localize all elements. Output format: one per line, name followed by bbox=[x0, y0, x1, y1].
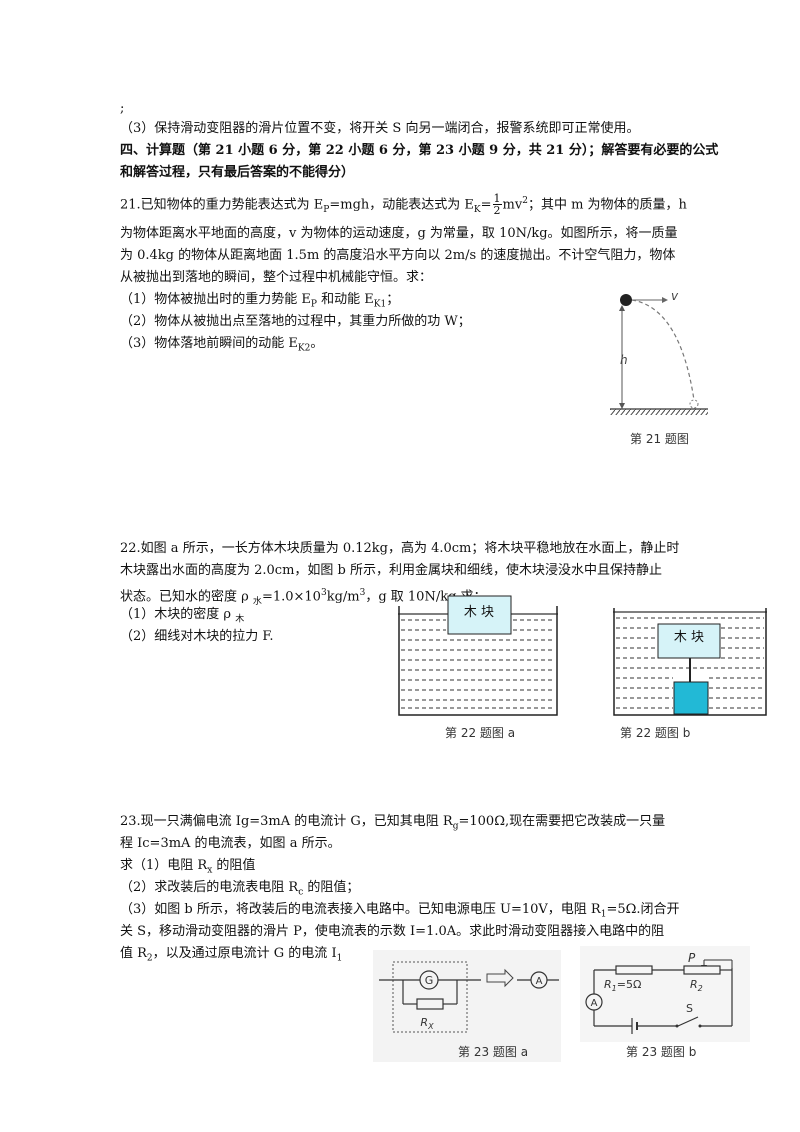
landing-point bbox=[689, 399, 699, 409]
q20-step3: （3）保持滑动变阻器的滑片位置不变，将开关 S 向另一端闭合，报警系统即可正常使… bbox=[120, 121, 640, 136]
q23-sub2: （2）求改装后的电流表电阻 Rc 的阻值； bbox=[120, 880, 360, 898]
q23-line2: 程 Ic=3mA 的电流表，如图 a 所示。 bbox=[120, 836, 341, 851]
velocity-label: v bbox=[671, 289, 679, 303]
arrow-hollow bbox=[486, 968, 514, 988]
q22-line3: 状态。已知水的密度 ρ 水=1.0×103kg/m3，g 取 10N/kg.求： bbox=[120, 588, 487, 607]
q23-caption-b: 第 23 题图 b bbox=[626, 1045, 697, 1059]
q23-caption-a: 第 23 题图 a bbox=[458, 1045, 529, 1059]
wood-block-a-label: 木 块 bbox=[464, 605, 494, 620]
q22-caption-a: 第 22 题图 a bbox=[445, 726, 516, 740]
q23-line1: 23.现一只满偏电流 Ig=3mA 的电流计 G，已知其电阻 Rg=100Ω,现… bbox=[120, 814, 666, 832]
resistor-rx-label: RX bbox=[420, 1016, 434, 1031]
container-b bbox=[613, 608, 767, 716]
q21-projectile-figure: v h bbox=[610, 289, 708, 415]
top-mark: ; bbox=[120, 101, 125, 116]
rheostat-r2 bbox=[683, 965, 721, 975]
q22-sub2: （2）细线对木块的拉力 F. bbox=[120, 629, 274, 644]
switch-s-label: S bbox=[686, 1002, 693, 1015]
q21-line4: 从被抛出到落地的瞬间，整个过程中机械能守恒。求： bbox=[120, 270, 433, 285]
q22-figure-b: 木 块 bbox=[613, 608, 767, 716]
rheostat-r2-label: R2 bbox=[690, 978, 703, 993]
dashed-box bbox=[392, 961, 468, 1033]
q22-caption-b: 第 22 题图 b bbox=[620, 726, 691, 740]
q23-figure-a: G RX A bbox=[373, 950, 561, 1062]
q21-caption: 第 21 题图 bbox=[630, 432, 689, 446]
section4-line2: 和解答过程，只有最后答案的不能得分） bbox=[120, 165, 355, 180]
resistor-rx bbox=[416, 998, 444, 1010]
q23-sub3-line2: 关 S，移动滑动变阻器的滑片 P，使电流表的示数 I=1.0A。求此时滑动变阻器… bbox=[120, 924, 665, 939]
water-dashes-a bbox=[401, 619, 555, 709]
resistor-r1-label: R1=5Ω bbox=[604, 978, 641, 993]
slider-p-label: P bbox=[688, 951, 696, 965]
q21-line3: 为 0.4kg 的物体从距离地面 1.5m 的高度沿水平方向以 2m/s 的速度… bbox=[120, 248, 676, 263]
q21-sub2: （2）物体从被抛出点至落地的过程中，其重力所做的功 W； bbox=[120, 314, 471, 329]
galvanometer-label: G bbox=[425, 974, 434, 987]
q21-sub1: （1）物体被抛出时的重力势能 EP 和动能 EK1； bbox=[120, 292, 400, 310]
resistor-r1 bbox=[615, 965, 653, 975]
q22-figure-a: 木 块 bbox=[398, 595, 558, 716]
q23-sub1: 求（1）电阻 Rx 的阻值 bbox=[120, 858, 256, 876]
q22-line1: 22.如图 a 所示，一长方体木块质量为 0.12kg，高为 4.0cm；将木块… bbox=[120, 541, 680, 556]
ammeter-b-label: A bbox=[591, 998, 598, 1009]
section4-line1: 四、计算题（第 21 小题 6 分，第 22 小题 6 分，第 23 小题 9 … bbox=[120, 143, 719, 158]
q22-line2: 木块露出水面的高度为 2.0cm，如图 b 所示，利用金属块和细线，使木块浸没水… bbox=[120, 563, 663, 578]
trajectory bbox=[631, 299, 695, 401]
galvanometer bbox=[419, 970, 439, 990]
q23-figure-b: P R1=5Ω R2 A S bbox=[580, 946, 750, 1042]
wood-block-a bbox=[447, 595, 512, 635]
ball bbox=[620, 294, 632, 306]
q23-sub3-line3: 值 R2，以及通过原电流计 G 的电流 I1 bbox=[120, 946, 343, 964]
ground-hatch bbox=[610, 409, 708, 415]
q22-sub1: （1）木块的密度 ρ 木 bbox=[120, 607, 245, 625]
wood-block-b-label: 木 块 bbox=[674, 630, 704, 645]
q23-sub3-line1: （3）如图 b 所示，将改装后的电流表接入电路中。已知电源电压 U=10V，电阻… bbox=[120, 902, 680, 920]
metal-block bbox=[673, 681, 709, 715]
ammeter-a bbox=[530, 971, 548, 989]
switch-s bbox=[677, 1016, 699, 1027]
q21-line2: 为物体距离水平地面的高度，v 为物体的运动速度，g 为常量，取 10N/kg。如… bbox=[120, 226, 678, 241]
ammeter-a-label: A bbox=[536, 976, 543, 987]
container-a bbox=[398, 606, 558, 716]
height-label: h bbox=[620, 353, 628, 367]
q21-sub3: （3）物体落地前瞬间的动能 EK2。 bbox=[120, 336, 324, 354]
